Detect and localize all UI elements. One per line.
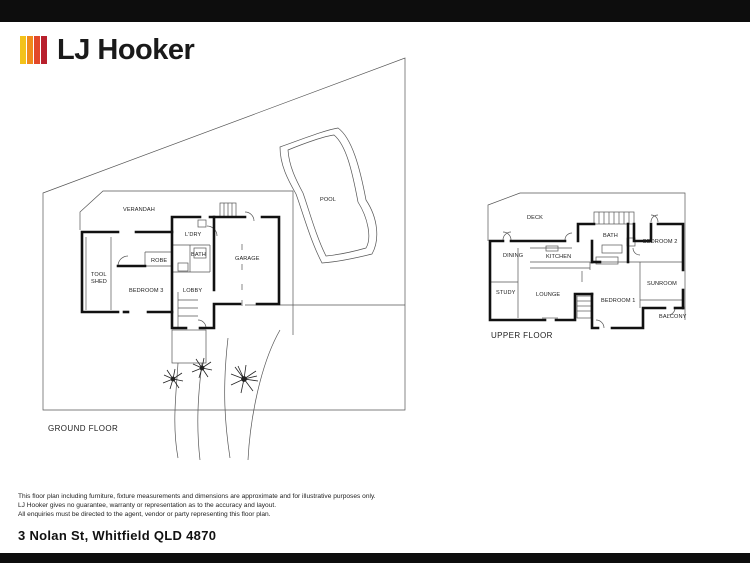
ground-floor-plan	[42, 57, 406, 461]
disclaimer-line: All enquiries must be directed to the ag…	[18, 511, 271, 518]
room-pool: POOL	[320, 197, 336, 203]
room-robe: ROBE	[151, 258, 167, 264]
logo-mark-icon	[20, 36, 48, 64]
room-kitchen: KITCHEN	[546, 254, 571, 260]
room-balcony: BALCONY	[659, 314, 687, 320]
pool	[279, 127, 378, 264]
palm-tree-icons	[162, 357, 259, 394]
room-bedroom-2: BEDROOM 2	[643, 239, 677, 245]
room-laundry: L'DRY	[185, 232, 202, 238]
bottom-bar	[0, 553, 750, 563]
room-upper-bath: BATH	[603, 233, 618, 239]
upper-floor-plan	[487, 192, 686, 329]
verandah-outline	[79, 190, 294, 335]
lot-boundary	[42, 57, 406, 411]
ground-floor-labels: VERANDAH POOL L'DRY GARAGE ROBE BATH TOO…	[48, 197, 336, 433]
room-garage: GARAGE	[235, 256, 260, 262]
room-study: STUDY	[496, 290, 516, 296]
top-bar	[0, 0, 750, 22]
room-verandah: VERANDAH	[123, 207, 155, 213]
room-lobby: LOBBY	[183, 288, 202, 294]
disclaimer-line: LJ Hooker gives no guarantee, warranty o…	[18, 502, 277, 509]
room-dining: DINING	[503, 253, 523, 259]
room-tool-shed-line2: SHED	[91, 279, 107, 285]
room-lounge: LOUNGE	[536, 292, 560, 298]
deck-outline	[487, 192, 686, 320]
room-ground-bath: BATH	[191, 252, 206, 258]
room-deck: DECK	[527, 215, 543, 221]
upper-floor-labels: DECK BATH BEDROOM 2 DINING KITCHEN SUNRO…	[491, 215, 687, 340]
disclaimer-line: This floor plan including furniture, fix…	[18, 493, 376, 500]
ground-floor-label: GROUND FLOOR	[48, 424, 118, 433]
disclaimer: This floor plan including furniture, fix…	[18, 492, 376, 519]
upper-floor-label: UPPER FLOOR	[491, 331, 553, 340]
room-bedroom-1: BEDROOM 1	[601, 298, 635, 304]
room-sunroom: SUNROOM	[647, 281, 677, 287]
upper-floor-walls	[488, 222, 685, 330]
room-bedroom-3: BEDROOM 3	[129, 288, 163, 294]
lj-hooker-logo: LJ Hooker	[20, 34, 195, 66]
property-address: 3 Nolan St, Whitfield QLD 4870	[18, 528, 217, 543]
brand-name: LJ Hooker	[57, 34, 195, 66]
room-tool-shed-line1: TOOL	[91, 272, 107, 278]
ground-floor-walls	[80, 215, 281, 330]
